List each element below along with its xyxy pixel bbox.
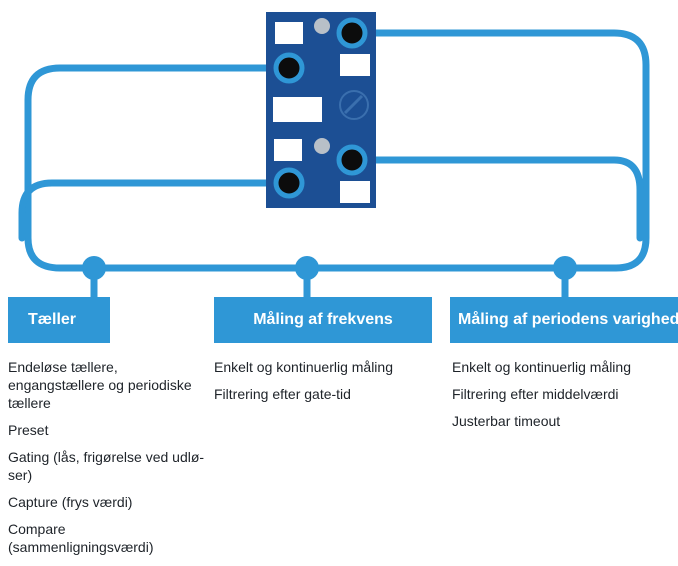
connector-port-icon [336, 17, 368, 49]
label-slot [340, 54, 370, 76]
label-slot [340, 181, 370, 203]
led-indicator-icon [314, 138, 330, 154]
list-item: Preset [8, 422, 49, 438]
label-slot [273, 97, 322, 122]
junction-dots [82, 256, 577, 280]
junction-dot-counter [82, 256, 106, 280]
list-item: Justerbar timeout [452, 413, 561, 429]
led-indicator-icon [314, 18, 330, 34]
list-item: Enkelt og kontinuerlig måling [452, 359, 631, 375]
list-item: Filtrering efter gate-tid [214, 386, 351, 402]
section-title-frequency: Måling af frekvens [214, 297, 432, 343]
connector-port-icon [336, 144, 368, 176]
feature-list-period: Enkelt og kontinuerlig måling Filtrering… [452, 358, 672, 439]
list-item: Compare (sammenligningsværdi) [8, 521, 154, 555]
address-switch-icon [339, 90, 369, 120]
list-item: Endeløse tællere, engangstællere og peri… [8, 359, 192, 411]
junction-dot-period [553, 256, 577, 280]
section-title-period: Måling af periodens varighed [450, 297, 678, 343]
label-slot [275, 22, 303, 44]
list-item: Filtrering efter middelværdi [452, 386, 619, 402]
feature-list-counter: Endeløse tællere, engangstællere og peri… [8, 358, 208, 565]
inner-loop-line [18, 156, 644, 242]
feature-list-frequency: Enkelt og kontinuerlig måling Filtrering… [214, 358, 434, 412]
junction-dot-frequency [295, 256, 319, 280]
connector-port-icon [273, 167, 305, 199]
io-module [266, 12, 376, 208]
list-item: Capture (frys værdi) [8, 494, 133, 510]
section-title-counter: Tæller [8, 297, 110, 343]
list-item: Gating (lås, frigørelse ved udlø-ser) [8, 449, 205, 483]
list-item: Enkelt og kontinuerlig måling [214, 359, 393, 375]
label-slot [274, 139, 302, 161]
outer-loop-line [24, 29, 650, 272]
connector-port-icon [273, 52, 305, 84]
